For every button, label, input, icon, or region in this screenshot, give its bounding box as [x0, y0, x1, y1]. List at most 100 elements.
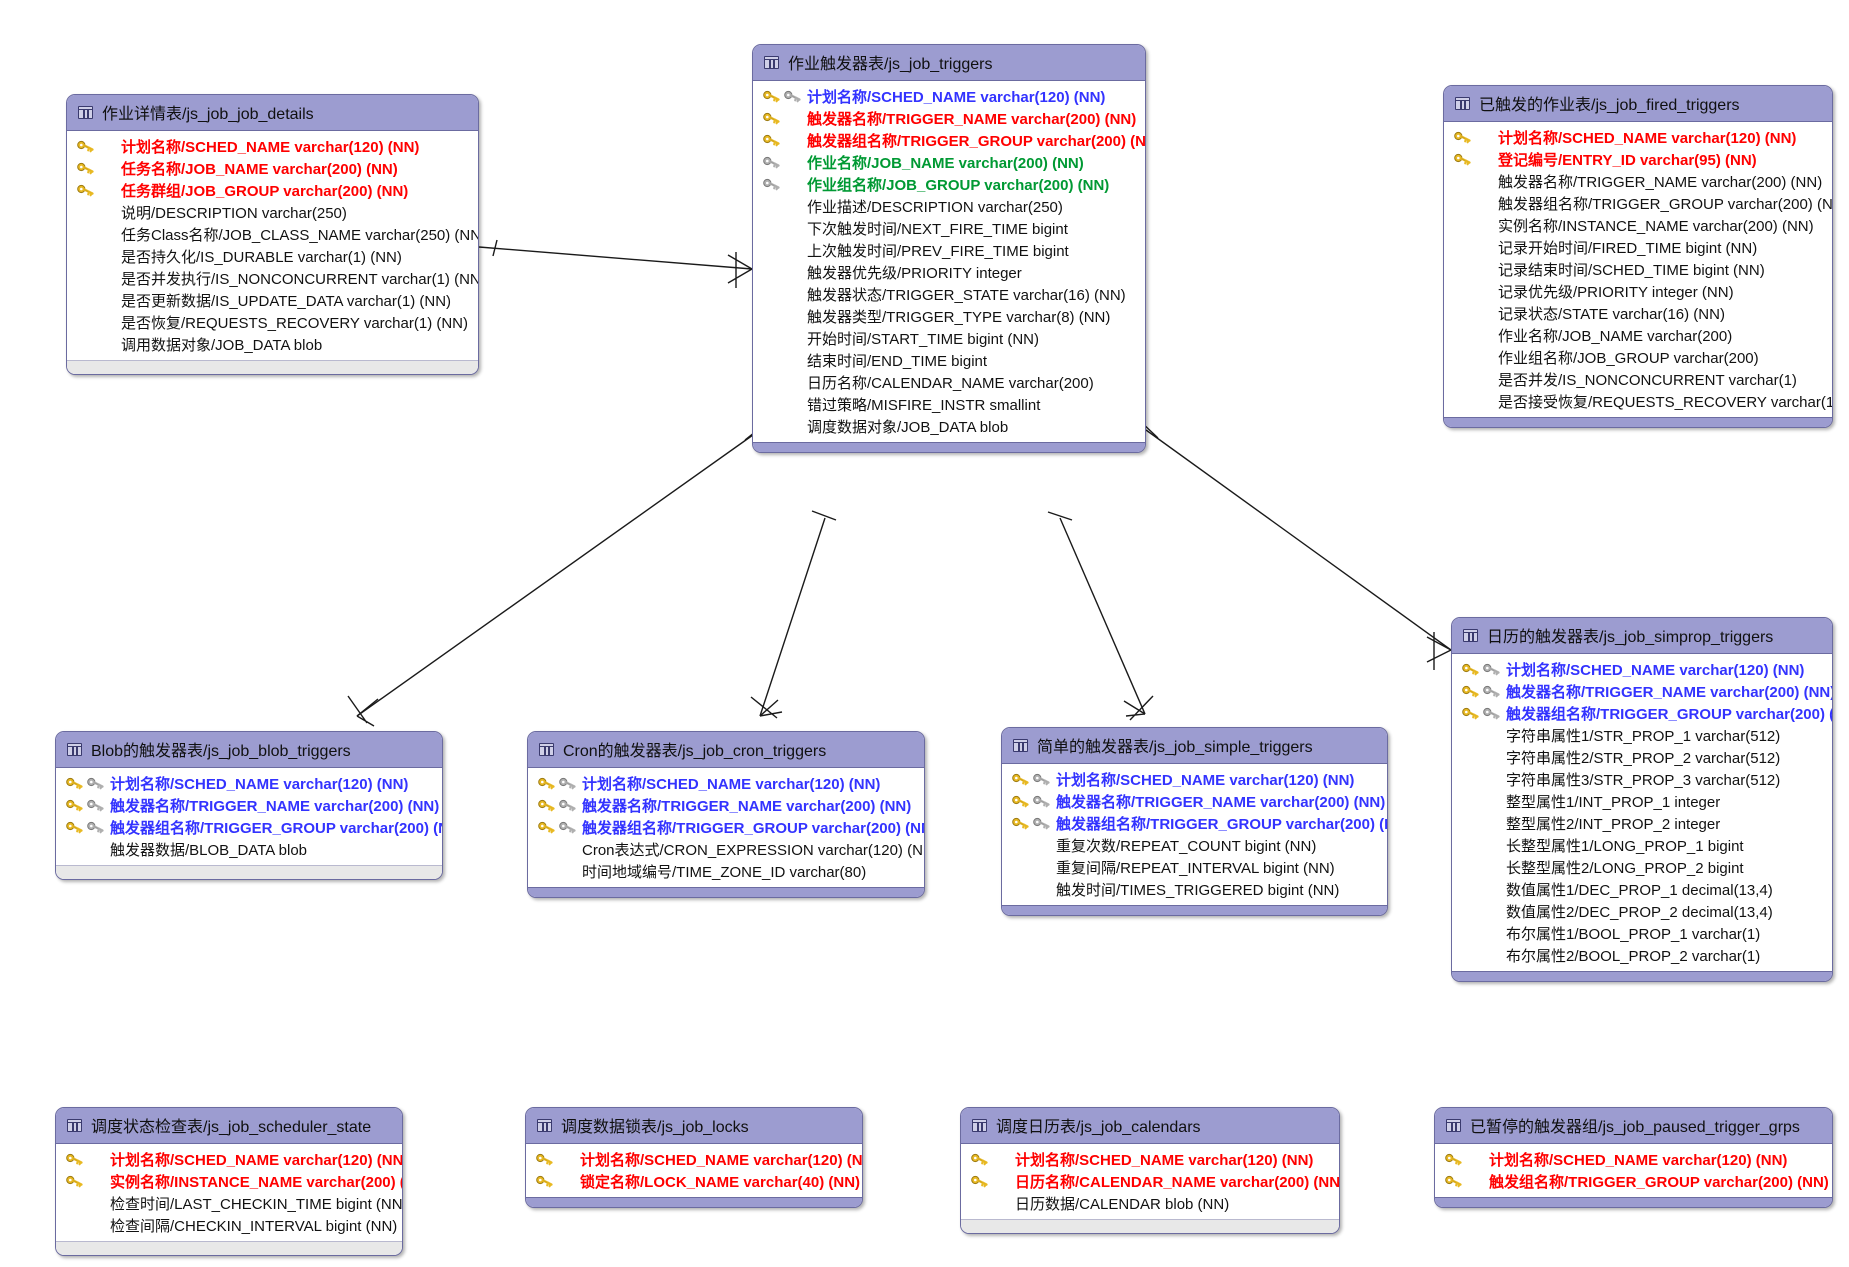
table-header-simple_triggers[interactable]: 简单的触发器表/js_job_simple_triggers — [1002, 728, 1387, 764]
table-row[interactable]: 触发器组名称/TRIGGER_GROUP varchar(200) (NN) — [56, 816, 442, 838]
table-row[interactable]: 触发组名称/TRIGGER_GROUP varchar(200) (NN) — [1435, 1170, 1832, 1192]
table-row[interactable]: 作业组名称/JOB_GROUP varchar(200) (NN) — [753, 173, 1145, 195]
table-row[interactable]: 计划名称/SCHED_NAME varchar(120) (NN) — [56, 772, 442, 794]
table-row[interactable]: 布尔属性2/BOOL_PROP_2 varchar(1) — [1452, 944, 1832, 966]
table-row[interactable]: 日历名称/CALENDAR_NAME varchar(200) (NN) — [961, 1170, 1339, 1192]
table-row[interactable]: 触发时间/TIMES_TRIGGERED bigint (NN) — [1002, 878, 1387, 900]
table-row[interactable]: 任务群组/JOB_GROUP varchar(200) (NN) — [67, 179, 478, 201]
table-row[interactable]: Cron表达式/CRON_EXPRESSION varchar(120) (NN… — [528, 838, 924, 860]
table-row[interactable]: 长整型属性2/LONG_PROP_2 bigint — [1452, 856, 1832, 878]
table-row[interactable]: 触发器名称/TRIGGER_NAME varchar(200) (NN) — [1002, 790, 1387, 812]
table-header-calendars[interactable]: 调度日历表/js_job_calendars — [961, 1108, 1339, 1144]
table-row[interactable]: 计划名称/SCHED_NAME varchar(120) (NN) — [1002, 768, 1387, 790]
entity-table-fired_triggers[interactable]: 已触发的作业表/js_job_fired_triggers 计划名称/SCHED_… — [1443, 85, 1833, 428]
table-row[interactable]: 触发器名称/TRIGGER_NAME varchar(200) (NN) — [753, 107, 1145, 129]
table-row[interactable]: 记录状态/STATE varchar(16) (NN) — [1444, 302, 1832, 324]
table-row[interactable]: 时间地域编号/TIME_ZONE_ID varchar(80) — [528, 860, 924, 882]
table-row[interactable]: 错过策略/MISFIRE_INSTR smallint — [753, 393, 1145, 415]
table-row[interactable]: 字符串属性2/STR_PROP_2 varchar(512) — [1452, 746, 1832, 768]
table-row[interactable]: 计划名称/SCHED_NAME varchar(120) (NN) — [56, 1148, 402, 1170]
table-row[interactable]: 调用数据对象/JOB_DATA blob — [67, 333, 478, 355]
table-row[interactable]: 开始时间/START_TIME bigint (NN) — [753, 327, 1145, 349]
table-row[interactable]: 布尔属性1/BOOL_PROP_1 varchar(1) — [1452, 922, 1832, 944]
table-row[interactable]: 实例名称/INSTANCE_NAME varchar(200) (NN) — [1444, 214, 1832, 236]
table-header-job_details[interactable]: 作业详情表/js_job_job_details — [67, 95, 478, 131]
table-row[interactable]: 作业名称/JOB_NAME varchar(200) (NN) — [753, 151, 1145, 173]
table-row[interactable]: 触发器数据/BLOB_DATA blob — [56, 838, 442, 860]
table-header-scheduler_state[interactable]: 调度状态检查表/js_job_scheduler_state — [56, 1108, 402, 1144]
table-header-simprop_triggers[interactable]: 日历的触发器表/js_job_simprop_triggers — [1452, 618, 1832, 654]
table-row[interactable]: 数值属性2/DEC_PROP_2 decimal(13,4) — [1452, 900, 1832, 922]
table-row[interactable]: 触发器类型/TRIGGER_TYPE varchar(8) (NN) — [753, 305, 1145, 327]
table-row[interactable]: 计划名称/SCHED_NAME varchar(120) (NN) — [961, 1148, 1339, 1170]
entity-table-paused_trigger_grps[interactable]: 已暂停的触发器组/js_job_paused_trigger_grps 计划名称/… — [1434, 1107, 1833, 1208]
table-header-cron_triggers[interactable]: Cron的触发器表/js_job_cron_triggers — [528, 732, 924, 768]
table-row[interactable]: 触发器名称/TRIGGER_NAME varchar(200) (NN) — [528, 794, 924, 816]
table-row[interactable]: 计划名称/SCHED_NAME varchar(120) (NN) — [528, 772, 924, 794]
table-row[interactable]: 触发器优先级/PRIORITY integer — [753, 261, 1145, 283]
entity-table-calendars[interactable]: 调度日历表/js_job_calendars 计划名称/SCHED_NAME va… — [960, 1107, 1340, 1234]
entity-table-scheduler_state[interactable]: 调度状态检查表/js_job_scheduler_state 计划名称/SCHED… — [55, 1107, 403, 1256]
table-row[interactable]: 触发器名称/TRIGGER_NAME varchar(200) (NN) — [56, 794, 442, 816]
table-row[interactable]: 计划名称/SCHED_NAME varchar(120) (NN) — [753, 85, 1145, 107]
table-row[interactable]: 是否并发执行/IS_NONCONCURRENT varchar(1) (NN) — [67, 267, 478, 289]
table-row[interactable]: 调度数据对象/JOB_DATA blob — [753, 415, 1145, 437]
entity-table-simprop_triggers[interactable]: 日历的触发器表/js_job_simprop_triggers 计划名称/SCHE… — [1451, 617, 1833, 982]
table-row[interactable]: 检查时间/LAST_CHECKIN_TIME bigint (NN) — [56, 1192, 402, 1214]
entity-table-triggers[interactable]: 作业触发器表/js_job_triggers 计划名称/SCHED_NAME va… — [752, 44, 1146, 453]
table-row[interactable]: 触发器名称/TRIGGER_NAME varchar(200) (NN) — [1444, 170, 1832, 192]
table-row[interactable]: 是否持久化/IS_DURABLE varchar(1) (NN) — [67, 245, 478, 267]
table-row[interactable]: 长整型属性1/LONG_PROP_1 bigint — [1452, 834, 1832, 856]
table-row[interactable]: 日历名称/CALENDAR_NAME varchar(200) — [753, 371, 1145, 393]
table-row[interactable]: 锁定名称/LOCK_NAME varchar(40) (NN) — [526, 1170, 862, 1192]
table-row[interactable]: 计划名称/SCHED_NAME varchar(120) (NN) — [1444, 126, 1832, 148]
table-row[interactable]: 登记编号/ENTRY_ID varchar(95) (NN) — [1444, 148, 1832, 170]
entity-table-cron_triggers[interactable]: Cron的触发器表/js_job_cron_triggers 计划名称/SCHED… — [527, 731, 925, 898]
entity-table-job_details[interactable]: 作业详情表/js_job_job_details 计划名称/SCHED_NAME … — [66, 94, 479, 375]
table-row[interactable]: 计划名称/SCHED_NAME varchar(120) (NN) — [67, 135, 478, 157]
entity-table-blob_triggers[interactable]: Blob的触发器表/js_job_blob_triggers 计划名称/SCHED… — [55, 731, 443, 880]
table-header-blob_triggers[interactable]: Blob的触发器表/js_job_blob_triggers — [56, 732, 442, 768]
table-row[interactable]: 记录优先级/PRIORITY integer (NN) — [1444, 280, 1832, 302]
table-row[interactable]: 整型属性1/INT_PROP_1 integer — [1452, 790, 1832, 812]
table-row[interactable]: 触发器组名称/TRIGGER_GROUP varchar(200) (NN) — [753, 129, 1145, 151]
table-row[interactable]: 作业描述/DESCRIPTION varchar(250) — [753, 195, 1145, 217]
table-row[interactable]: 检查间隔/CHECKIN_INTERVAL bigint (NN) — [56, 1214, 402, 1236]
table-row[interactable]: 记录结束时间/SCHED_TIME bigint (NN) — [1444, 258, 1832, 280]
table-row[interactable]: 实例名称/INSTANCE_NAME varchar(200) (NN) — [56, 1170, 402, 1192]
table-row[interactable]: 触发器组名称/TRIGGER_GROUP varchar(200) (NN) — [1444, 192, 1832, 214]
table-row[interactable]: 作业名称/JOB_NAME varchar(200) — [1444, 324, 1832, 346]
table-row[interactable]: 说明/DESCRIPTION varchar(250) — [67, 201, 478, 223]
table-header-paused_trigger_grps[interactable]: 已暂停的触发器组/js_job_paused_trigger_grps — [1435, 1108, 1832, 1144]
table-row[interactable]: 触发器状态/TRIGGER_STATE varchar(16) (NN) — [753, 283, 1145, 305]
table-row[interactable]: 记录开始时间/FIRED_TIME bigint (NN) — [1444, 236, 1832, 258]
table-header-triggers[interactable]: 作业触发器表/js_job_triggers — [753, 45, 1145, 81]
table-row[interactable]: 字符串属性1/STR_PROP_1 varchar(512) — [1452, 724, 1832, 746]
table-row[interactable]: 触发器名称/TRIGGER_NAME varchar(200) (NN) — [1452, 680, 1832, 702]
table-row[interactable]: 作业组名称/JOB_GROUP varchar(200) — [1444, 346, 1832, 368]
table-row[interactable]: 下次触发时间/NEXT_FIRE_TIME bigint — [753, 217, 1145, 239]
table-row[interactable]: 任务Class名称/JOB_CLASS_NAME varchar(250) (N… — [67, 223, 478, 245]
table-row[interactable]: 重复次数/REPEAT_COUNT bigint (NN) — [1002, 834, 1387, 856]
table-row[interactable]: 是否更新数据/IS_UPDATE_DATA varchar(1) (NN) — [67, 289, 478, 311]
table-row[interactable]: 字符串属性3/STR_PROP_3 varchar(512) — [1452, 768, 1832, 790]
table-row[interactable]: 是否恢复/REQUESTS_RECOVERY varchar(1) (NN) — [67, 311, 478, 333]
table-row[interactable]: 触发器组名称/TRIGGER_GROUP varchar(200) (NN) — [1452, 702, 1832, 724]
table-header-locks[interactable]: 调度数据锁表/js_job_locks — [526, 1108, 862, 1144]
table-row[interactable]: 计划名称/SCHED_NAME varchar(120) (NN) — [1452, 658, 1832, 680]
table-row[interactable]: 结束时间/END_TIME bigint — [753, 349, 1145, 371]
table-row[interactable]: 触发器组名称/TRIGGER_GROUP varchar(200) (NN) — [528, 816, 924, 838]
table-header-fired_triggers[interactable]: 已触发的作业表/js_job_fired_triggers — [1444, 86, 1832, 122]
table-row[interactable]: 计划名称/SCHED_NAME varchar(120) (NN) — [1435, 1148, 1832, 1170]
table-row[interactable]: 整型属性2/INT_PROP_2 integer — [1452, 812, 1832, 834]
table-row[interactable]: 上次触发时间/PREV_FIRE_TIME bigint — [753, 239, 1145, 261]
table-row[interactable]: 任务名称/JOB_NAME varchar(200) (NN) — [67, 157, 478, 179]
table-row[interactable]: 是否并发/IS_NONCONCURRENT varchar(1) — [1444, 368, 1832, 390]
table-row[interactable]: 日历数据/CALENDAR blob (NN) — [961, 1192, 1339, 1214]
table-row[interactable]: 是否接受恢复/REQUESTS_RECOVERY varchar(1) — [1444, 390, 1832, 412]
entity-table-simple_triggers[interactable]: 简单的触发器表/js_job_simple_triggers 计划名称/SCHED… — [1001, 727, 1388, 916]
table-row[interactable]: 数值属性1/DEC_PROP_1 decimal(13,4) — [1452, 878, 1832, 900]
table-row[interactable]: 重复间隔/REPEAT_INTERVAL bigint (NN) — [1002, 856, 1387, 878]
table-row[interactable]: 触发器组名称/TRIGGER_GROUP varchar(200) (NN) — [1002, 812, 1387, 834]
